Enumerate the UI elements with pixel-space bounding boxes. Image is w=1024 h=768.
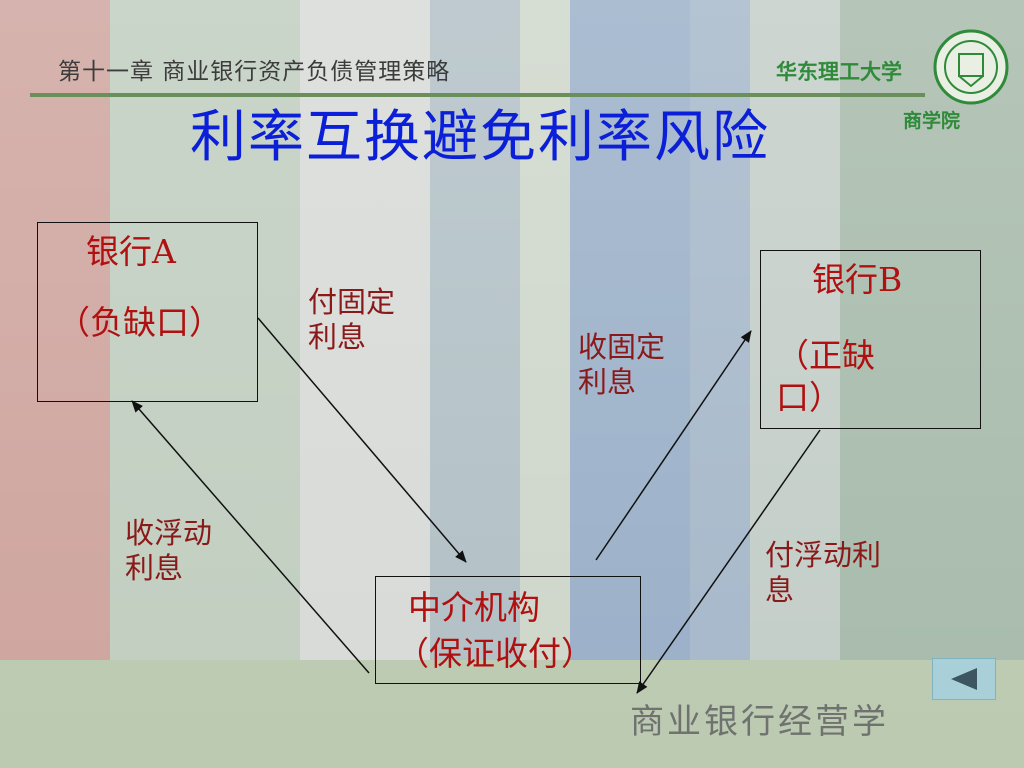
chapter-heading: 第十一章 商业银行资产负债管理策略 xyxy=(58,59,451,85)
label-b-pays-floating: 付浮动利 息 xyxy=(765,538,882,607)
arrow-b-to-intermediary xyxy=(636,429,821,694)
intermediary-box xyxy=(375,576,641,684)
arrow-a-to-intermediary xyxy=(257,317,467,563)
label-b-receives-fixed: 收固定 利息 xyxy=(578,330,666,399)
arrow-intermediary-to-b xyxy=(595,330,752,561)
label-a-receives-floating: 收浮动 利息 xyxy=(125,516,213,585)
school-name: 商学院 xyxy=(903,110,961,132)
bank-b-name: 银行B xyxy=(812,260,903,299)
bank-b-box xyxy=(760,250,981,429)
slide-title: 利率互换避免利率风险 xyxy=(190,105,770,170)
arrow-intermediary-to-a xyxy=(131,400,370,674)
header-divider xyxy=(30,93,925,97)
bank-a-box xyxy=(37,222,258,402)
label-a-pays-fixed: 付固定 利息 xyxy=(308,285,396,354)
bank-b-desc-line2: 口） xyxy=(776,378,842,417)
intermediary-desc: （保证收付） xyxy=(396,634,594,673)
bank-b-desc-line1: （正缺 xyxy=(776,336,875,375)
intermediary-name: 中介机构 xyxy=(408,588,540,627)
back-button[interactable] xyxy=(932,658,996,700)
bank-a-name: 银行A xyxy=(86,232,176,271)
triangle-left-icon xyxy=(951,668,977,690)
footer-course-name: 商业银行经营学 xyxy=(630,702,889,742)
bank-a-desc: （负缺口） xyxy=(57,303,222,342)
university-seal-icon xyxy=(933,29,1009,105)
university-name: 华东理工大学 xyxy=(776,59,902,84)
